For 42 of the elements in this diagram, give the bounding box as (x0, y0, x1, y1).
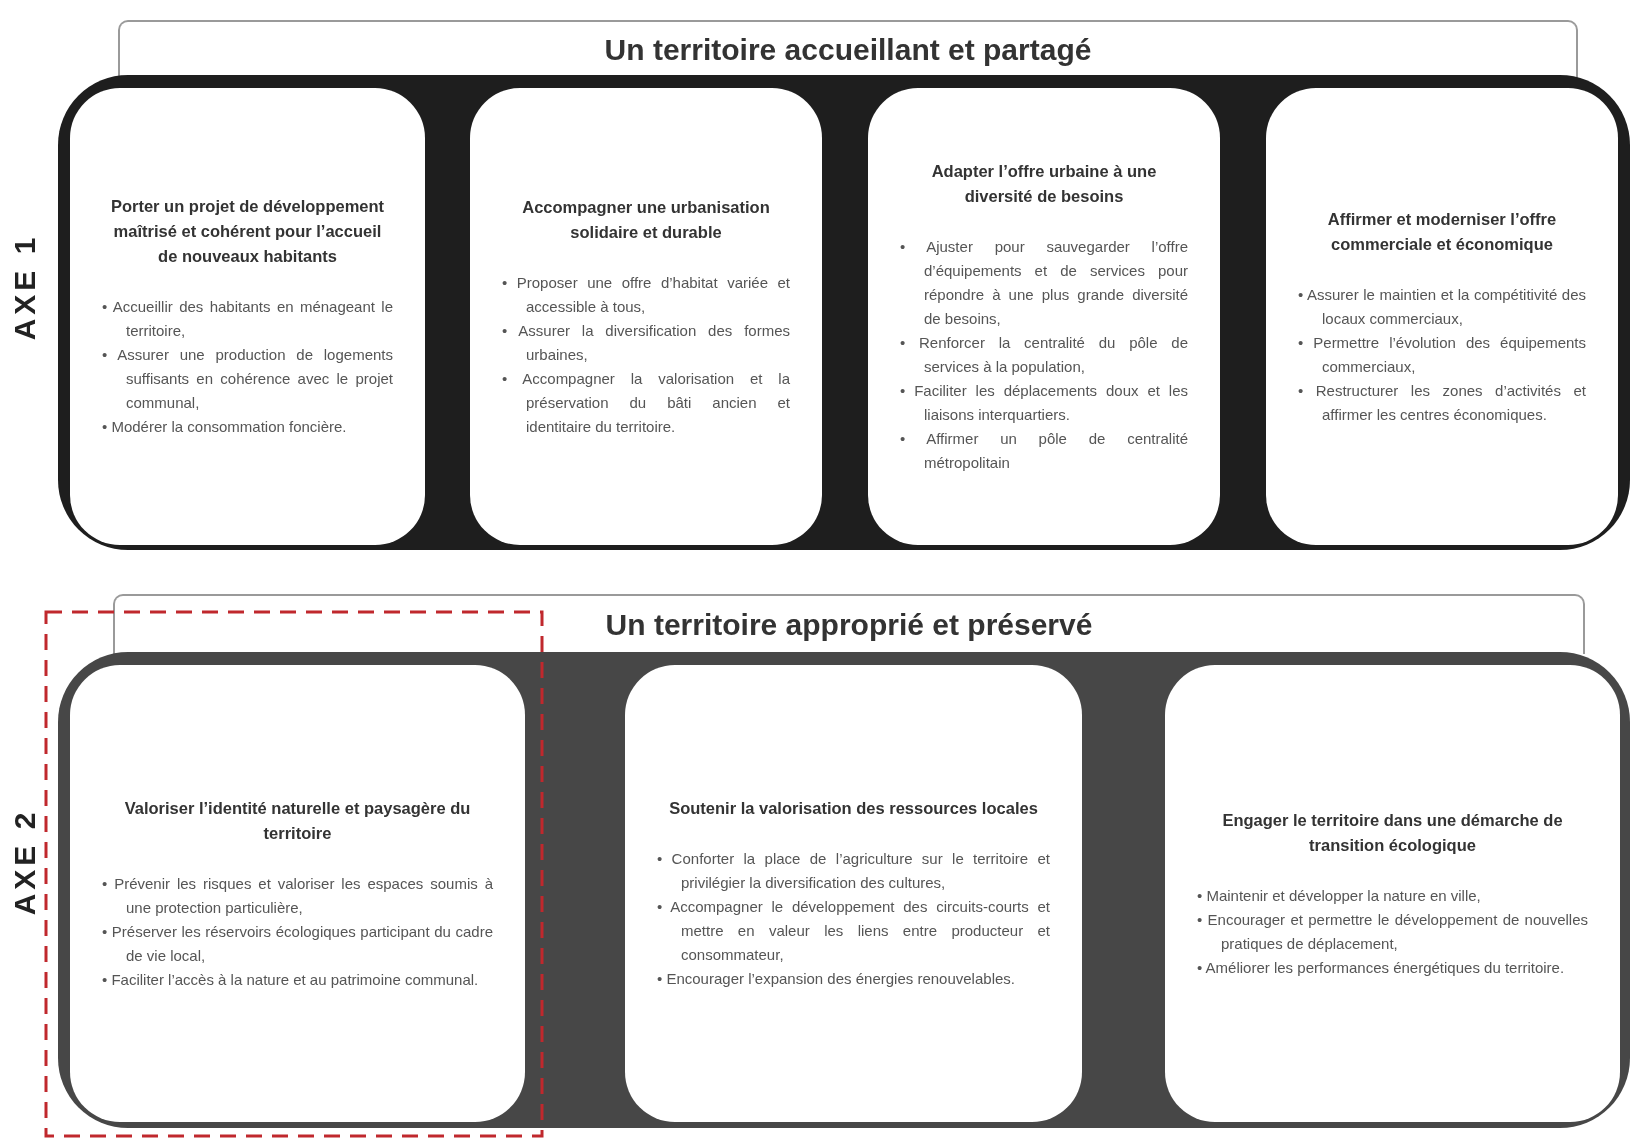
card-heading: Accompagner une urbanisation solidaire et durable (521, 196, 771, 243)
list-item: • Prévenir les risques et valoriser les espaces soumis à une protection particulière, (102, 873, 493, 918)
list-item: • Assurer une production de logements suffisants en cohérence avec le projet communal, (102, 345, 393, 413)
list-item: • Accompagner le développement des circuits-courts et mettre en valeur les liens entre producteur et consommateur, (657, 897, 1050, 965)
card-heading: Porter un projet de développement maîtrisé et cohérent pour l’accueil de nouveaux habitants (109, 196, 386, 267)
axis-label: AXE 1 (8, 233, 43, 341)
list-item: • Permettre l’évolution des équipements commerciaux, (1298, 332, 1586, 377)
card-heading: Soutenir la valorisation des ressources locales (668, 798, 1039, 819)
list-item: • Restructurer les zones d’activités et affirmer les centres économiques. (1298, 380, 1586, 425)
card-heading: Affirmer et moderniser l’offre commerciale et économique (1326, 208, 1558, 255)
list-item: • Maintenir et développer la nature en ville, (1197, 885, 1482, 906)
list-item: • Améliorer les performances énergétiques du territoire. (1197, 957, 1566, 978)
list-item: • Encourager et permettre le développement de nouvelles pratiques de déplacement, (1197, 909, 1588, 954)
list-item: • Proposer une offre d’habitat variée et accessible à tous, (502, 272, 790, 317)
list-item: • Accueillir des habitants en ménageant le territoire, (102, 297, 393, 341)
objective-card (70, 88, 425, 545)
objective-card (1165, 665, 1620, 1122)
list-item: • Renforcer la centralité du pôle de services à la population, (900, 332, 1188, 377)
objective-card (1266, 88, 1618, 545)
list-item: • Encourager l’expansion des énergies renouvelables. (657, 969, 1016, 989)
list-item: • Ajuster pour sauvegarder l’offre d’équipements et de services pour répondre à une plus grande diversité de besoins, (900, 236, 1188, 329)
list-item: • Conforter la place de l’agriculture sur le territoire et privilégier la diversification des cultures, (657, 849, 1050, 893)
card-heading: Engager le territoire dans une démarche de transition écologique (1221, 809, 1564, 856)
list-item: • Préserver les réservoirs écologiques participant du cadre de vie local, (102, 921, 493, 966)
axis-label: AXE 2 (8, 808, 43, 916)
list-item: • Accompagner la valorisation et la préservation du bâti ancien et identitaire du territoire. (502, 368, 790, 437)
list-item: • Modérer la consommation foncière. (102, 417, 348, 437)
axis-title-bar: Un territoire accueillant et partagé (118, 20, 1578, 78)
axis-band (58, 652, 1630, 1128)
list-item: • Assurer la diversification des formes urbaines, (502, 320, 790, 365)
list-item: • Faciliter l’accès à la nature et au patrimoine communal. (102, 969, 480, 990)
list-item: • Faciliter les déplacements doux et les liaisons interquartiers. (900, 380, 1188, 425)
list-item: • Affirmer un pôle de centralité métropolitain (900, 428, 1188, 473)
objective-card (868, 88, 1220, 545)
objective-card (470, 88, 822, 545)
objective-card (70, 665, 525, 1122)
list-item: • Assurer le maintien et la compétitivité des locaux commerciaux, (1298, 284, 1586, 329)
axis-title-bar: Un territoire approprié et préservé (113, 594, 1585, 654)
axis-band (58, 75, 1630, 550)
card-heading: Valoriser l’identité naturelle et paysagère du territoire (123, 797, 472, 844)
card-heading: Adapter l’offre urbaine à une diversité de besoins (930, 160, 1158, 207)
objective-card (625, 665, 1082, 1122)
